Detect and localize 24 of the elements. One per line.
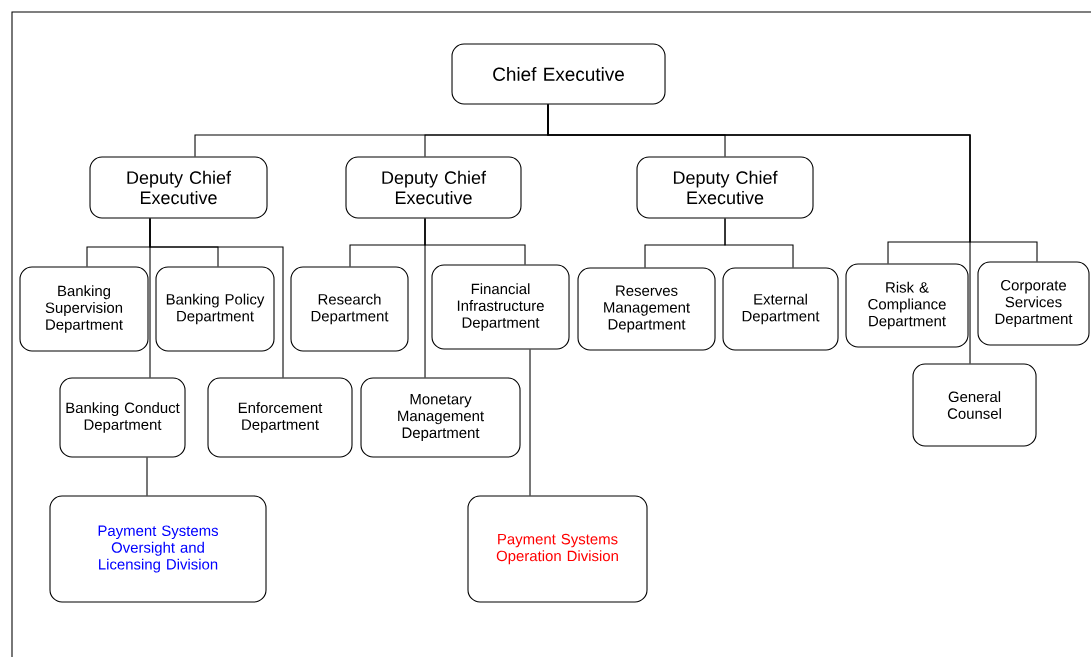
connector-line bbox=[149, 218, 151, 378]
department-box: Enforcement Department bbox=[207, 377, 353, 458]
department-box: Banking Supervision Department bbox=[19, 266, 149, 352]
department-box: Deputy Chief Executive bbox=[636, 156, 814, 219]
department-box: Banking Policy Department bbox=[155, 266, 275, 352]
department-box: Deputy Chief Executive bbox=[345, 156, 522, 219]
department-box: General Counsel bbox=[912, 363, 1037, 447]
department-box: Reserves Management Department bbox=[577, 267, 716, 351]
connector-line bbox=[547, 104, 971, 364]
department-box: Corporate Services Department bbox=[977, 261, 1090, 346]
department-box: Payment Systems Oversight and Licensing Division bbox=[49, 495, 267, 603]
department-box: Research Department bbox=[290, 266, 409, 352]
department-box: Banking Conduct Department bbox=[59, 377, 186, 458]
department-box: External Department bbox=[722, 267, 839, 351]
connector-line bbox=[529, 349, 531, 496]
connector-line bbox=[724, 218, 794, 268]
connector-line bbox=[424, 218, 426, 378]
department-box: Deputy Chief Executive bbox=[89, 156, 268, 219]
title-box: Chief Executive bbox=[451, 43, 666, 105]
department-box: Monetary Management Department bbox=[360, 377, 521, 458]
department-box: Payment Systems Operation Division bbox=[467, 495, 648, 603]
connector-line bbox=[146, 457, 148, 496]
department-box: Risk & Compliance Department bbox=[845, 263, 969, 348]
department-box: Financial Infrastructure Department bbox=[431, 264, 570, 350]
